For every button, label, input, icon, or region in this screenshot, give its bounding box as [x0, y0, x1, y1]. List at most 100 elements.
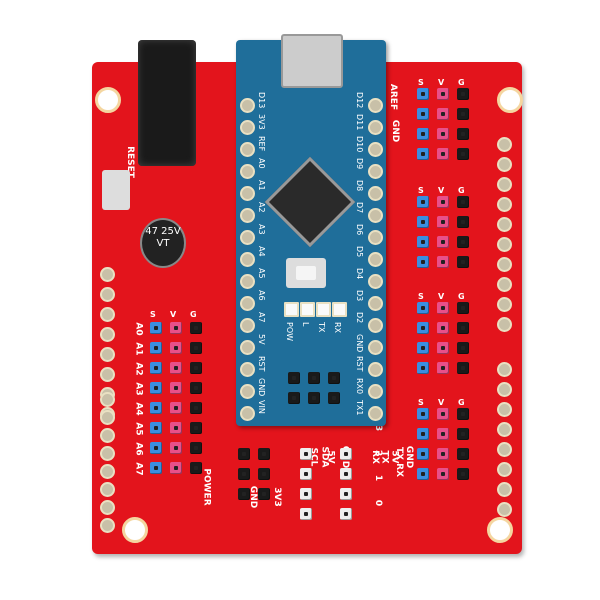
- svg-label: G: [458, 186, 465, 195]
- header-pin: [417, 108, 429, 120]
- pad: [100, 327, 115, 342]
- nano-pin-label: A2: [257, 202, 266, 213]
- header-pin: [457, 148, 469, 160]
- header-pin: [308, 392, 320, 404]
- nano-pin: [240, 362, 255, 377]
- gnd-label: GND: [390, 119, 401, 143]
- header-pin: [238, 468, 250, 480]
- nano-pin-label: RST: [257, 356, 266, 372]
- pad: [100, 347, 115, 362]
- pad: [497, 422, 512, 437]
- header-pin: [170, 362, 182, 374]
- header-pin: [300, 488, 312, 500]
- capacitor: 47 25V VT: [140, 218, 186, 268]
- nano-pin-label: GND: [355, 334, 364, 353]
- header-pin: [300, 508, 312, 520]
- nano-pin: [368, 384, 383, 399]
- pad: [100, 287, 115, 302]
- nano-pin-label: D7: [355, 202, 364, 214]
- header-pin: [457, 216, 469, 228]
- nano-pin: [240, 186, 255, 201]
- header-pin: [170, 322, 182, 334]
- nano-pin-label: D10: [355, 136, 364, 153]
- analog-label: A3: [133, 382, 144, 396]
- svg-label: S: [418, 186, 424, 195]
- header-pin: [340, 448, 352, 460]
- header-pin: [300, 448, 312, 460]
- header-pin: [437, 302, 449, 314]
- header-pin: [417, 88, 429, 100]
- bottom-label: 3V3: [271, 487, 282, 507]
- header-pin: [340, 508, 352, 520]
- nano-pin-label: 5V: [257, 334, 266, 345]
- header-pin: [170, 402, 182, 414]
- nano-pin: [240, 384, 255, 399]
- header-pin: [457, 322, 469, 334]
- bottom-label: TX: [379, 450, 390, 464]
- header-pin: [457, 236, 469, 248]
- nano-reset-button[interactable]: [286, 258, 326, 288]
- header-pin: [258, 468, 270, 480]
- usb-connector[interactable]: [281, 34, 343, 88]
- pad: [497, 362, 512, 377]
- header-pin: [170, 462, 182, 474]
- led-icon: [332, 302, 347, 317]
- nano-pin-label: A5: [257, 268, 266, 279]
- power-label: POWER: [201, 468, 212, 506]
- mounting-hole: [122, 517, 148, 543]
- reset-button[interactable]: [102, 170, 130, 210]
- svg-label: G: [458, 78, 465, 87]
- header-pin: [328, 372, 340, 384]
- nano-pin-label: D5: [355, 246, 364, 258]
- nano-pin-label: A0: [257, 158, 266, 169]
- pad: [100, 518, 115, 533]
- pad: [497, 462, 512, 477]
- pad: [100, 446, 115, 461]
- nano-pin: [240, 98, 255, 113]
- header-pin: [437, 468, 449, 480]
- pad: [497, 237, 512, 252]
- svg-label: V: [438, 292, 445, 301]
- nano-pin-label: VIN: [257, 400, 266, 414]
- analog-label: A5: [133, 422, 144, 436]
- pad: [497, 317, 512, 332]
- header-pin: [457, 256, 469, 268]
- header-pin: [437, 428, 449, 440]
- pad: [497, 217, 512, 232]
- header-pin: [150, 442, 162, 454]
- svg-label: V: [438, 186, 445, 195]
- nano-pin-label: A7: [257, 312, 266, 323]
- pad: [497, 137, 512, 152]
- mounting-hole: [497, 87, 523, 113]
- digital-label: 0: [373, 499, 384, 507]
- pad: [100, 410, 115, 425]
- nano-pin-label: D6: [355, 224, 364, 236]
- svg-label: V: [170, 310, 177, 319]
- header-pin: [437, 322, 449, 334]
- nano-pin: [240, 142, 255, 157]
- nano-pin-label: D9: [355, 158, 364, 170]
- analog-label: A2: [133, 362, 144, 376]
- header-pin: [190, 402, 202, 414]
- header-pin: [150, 402, 162, 414]
- pad: [100, 428, 115, 443]
- nano-pin: [240, 274, 255, 289]
- nano-pin: [240, 164, 255, 179]
- header-pin: [417, 322, 429, 334]
- svg-label: S: [150, 310, 156, 319]
- nano-pin: [240, 340, 255, 355]
- header-pin: [437, 196, 449, 208]
- header-pin: [417, 216, 429, 228]
- nano-pin: [368, 296, 383, 311]
- svg-label: G: [458, 398, 465, 407]
- pad: [100, 367, 115, 382]
- led-label: TX: [317, 322, 326, 333]
- nano-pin: [240, 406, 255, 421]
- header-pin: [170, 382, 182, 394]
- svg-label: G: [190, 310, 197, 319]
- led-icon: [300, 302, 315, 317]
- header-pin: [457, 448, 469, 460]
- header-pin: [258, 448, 270, 460]
- header-pin: [190, 382, 202, 394]
- pad: [497, 257, 512, 272]
